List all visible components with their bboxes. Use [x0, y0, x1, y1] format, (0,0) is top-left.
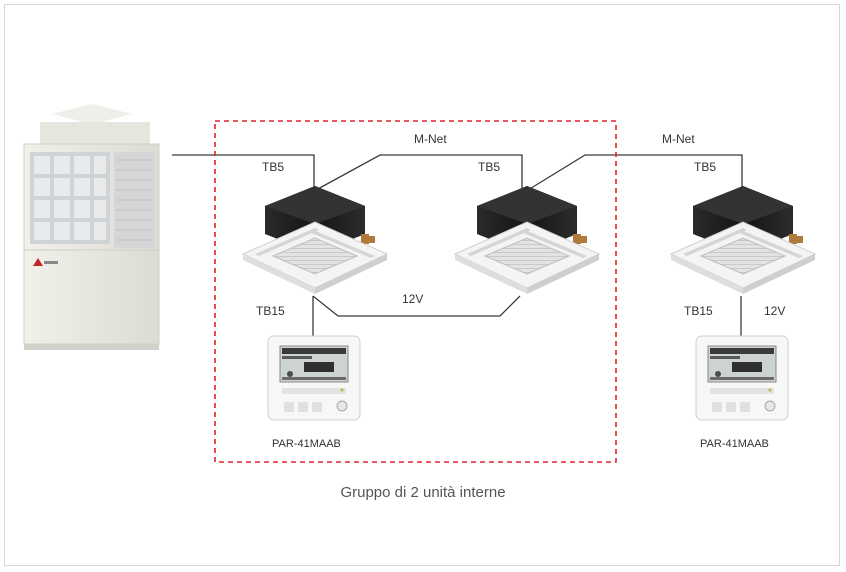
remote-model-label-2: PAR-41MAAB — [700, 438, 769, 450]
diagram-frame — [4, 4, 840, 566]
group-outline — [214, 120, 617, 463]
12v-label-1: 12V — [402, 292, 424, 306]
12v-label-2: 12V — [764, 304, 786, 318]
remote-controller-2 — [695, 335, 789, 421]
wiring — [172, 154, 743, 336]
indoor-unit-1 — [242, 185, 388, 295]
tb5-label-2: TB5 — [478, 160, 501, 174]
remote-controller-1 — [267, 335, 361, 421]
remote-model-label-1: PAR-41MAAB — [272, 438, 341, 450]
indoor-unit-2 — [454, 185, 600, 295]
tb15-label-1: TB15 — [256, 304, 285, 318]
tb15-label-2: TB15 — [684, 304, 713, 318]
indoor-unit-3 — [670, 185, 816, 295]
tb5-label-3: TB5 — [694, 160, 717, 174]
mnet-label-1: M-Net — [414, 132, 447, 146]
outdoor-unit — [23, 104, 160, 350]
tb5-label-1: TB5 — [262, 160, 285, 174]
diagram-caption: Gruppo di 2 unità interne — [340, 484, 506, 501]
mnet-label-2: M-Net — [662, 132, 695, 146]
